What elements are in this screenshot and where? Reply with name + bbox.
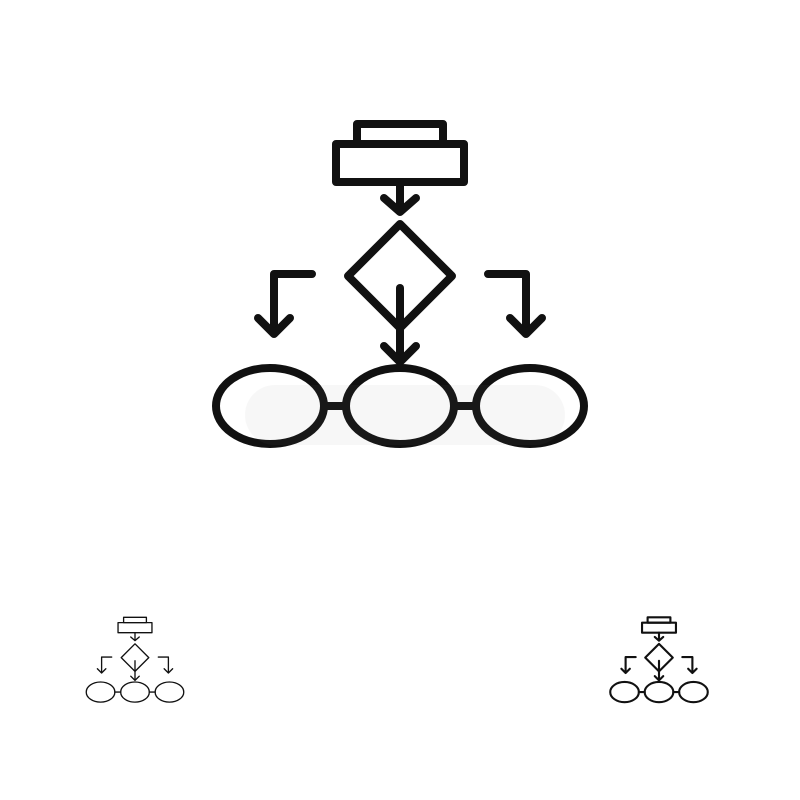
- flowchart-node-left: [212, 364, 328, 448]
- arrow-top-head: [380, 194, 420, 216]
- arrow-right-head: [506, 314, 546, 338]
- flowchart-icon: [609, 616, 709, 704]
- arrow-left-head: [254, 314, 294, 338]
- flowchart-node-center: [342, 364, 458, 448]
- flowchart-icon: [212, 120, 588, 448]
- flowchart-icon-thin-small: [82, 612, 188, 708]
- flowchart-icon: [85, 616, 185, 703]
- flowchart-node-right: [472, 364, 588, 448]
- arrow-left-elbow: [270, 270, 316, 336]
- arrow-center-head: [380, 342, 420, 366]
- flowchart-icon-line-small: [606, 612, 712, 708]
- arrow-right-elbow: [484, 270, 530, 336]
- flowchart-start-box: [332, 140, 468, 186]
- flowchart-icon-bold-large: [200, 110, 600, 460]
